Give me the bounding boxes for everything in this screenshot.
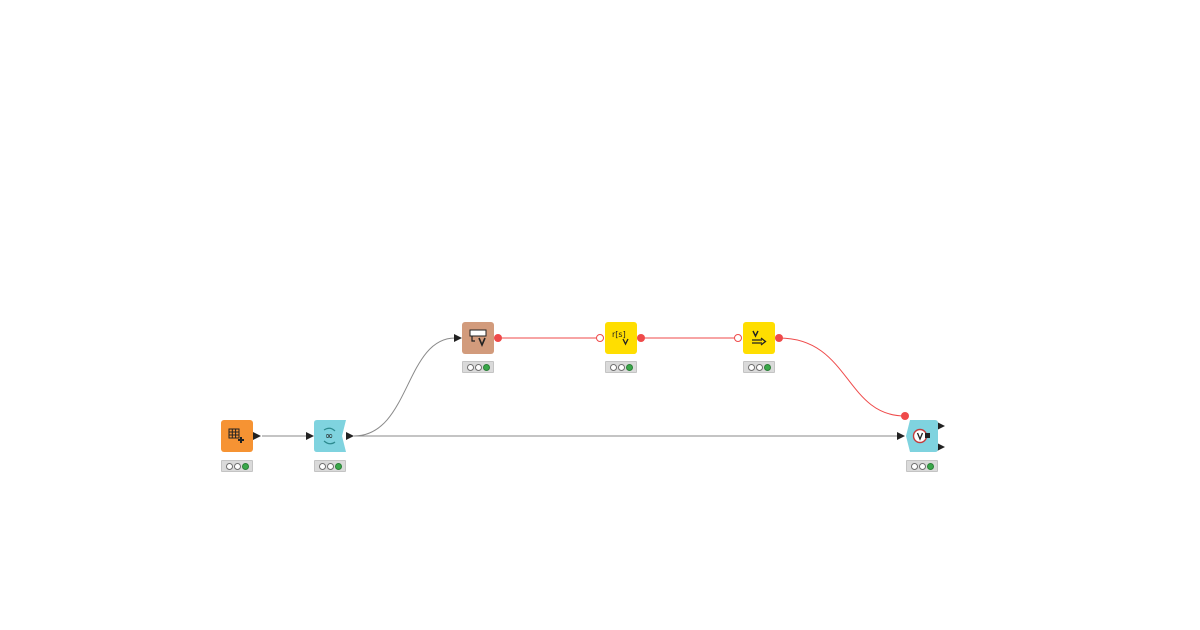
table-creator-icon — [221, 420, 253, 452]
output-port-loop-start[interactable] — [346, 432, 354, 440]
status-light-green — [241, 462, 249, 470]
status-light-green — [763, 363, 771, 371]
status-light-green — [334, 462, 342, 470]
status-light-green — [482, 363, 490, 371]
connection-loop-start-to-table-row-to-variable[interactable] — [353, 337, 456, 437]
status-light-red — [225, 462, 233, 470]
status-light-yellow — [326, 462, 334, 470]
node-table-creator[interactable] — [221, 420, 253, 452]
variable-output-port-table-row-to-variable[interactable] — [494, 334, 502, 342]
node-variable-to-output[interactable] — [743, 322, 775, 354]
variable-input-port-loop-end[interactable] — [901, 412, 909, 420]
status-loop-start — [314, 460, 346, 472]
status-loop-end — [906, 460, 938, 472]
status-light-red — [910, 462, 918, 470]
svg-text:r[s]: r[s] — [612, 330, 626, 339]
status-light-yellow — [474, 363, 482, 371]
variable-output-port-string-manipulation[interactable] — [637, 334, 645, 342]
status-light-yellow — [233, 462, 241, 470]
variable-loop-end-icon — [906, 420, 938, 452]
svg-text:∞: ∞ — [325, 431, 333, 442]
status-light-red — [318, 462, 326, 470]
output-port-loop-end-2[interactable] — [937, 443, 945, 451]
status-light-green — [625, 363, 633, 371]
variable-input-port-string-manipulation[interactable] — [596, 334, 604, 342]
status-light-yellow — [918, 462, 926, 470]
variable-output-port-variable-to-output[interactable] — [775, 334, 783, 342]
loop-start-icon: ∞ — [314, 420, 346, 452]
output-port-table-creator[interactable] — [253, 432, 261, 440]
node-string-manipulation-variable[interactable]: r[s] — [605, 322, 637, 354]
node-table-row-to-variable[interactable] — [462, 322, 494, 354]
status-variable-to-output — [743, 361, 775, 373]
status-light-red — [466, 363, 474, 371]
string-manipulation-variable-icon: r[s] — [605, 322, 637, 354]
status-light-red — [609, 363, 617, 371]
variable-input-port-variable-to-output[interactable] — [734, 334, 742, 342]
input-port-loop-start[interactable] — [306, 432, 314, 440]
status-light-yellow — [755, 363, 763, 371]
status-string-manipulation-variable — [605, 361, 637, 373]
input-port-loop-end[interactable] — [897, 432, 905, 440]
input-port-table-row-to-variable[interactable] — [454, 334, 462, 342]
status-light-red — [747, 363, 755, 371]
table-to-variable-icon — [462, 322, 494, 354]
connection-variable-to-output-to-loop-end[interactable] — [778, 337, 906, 417]
node-loop-end[interactable] — [906, 420, 938, 452]
status-table-row-to-variable — [462, 361, 494, 373]
status-light-green — [926, 462, 934, 470]
variable-arrow-icon — [743, 322, 775, 354]
status-light-yellow — [617, 363, 625, 371]
output-port-loop-end-1[interactable] — [937, 422, 945, 430]
node-loop-start[interactable]: ∞ — [314, 420, 346, 452]
status-table-creator — [221, 460, 253, 472]
